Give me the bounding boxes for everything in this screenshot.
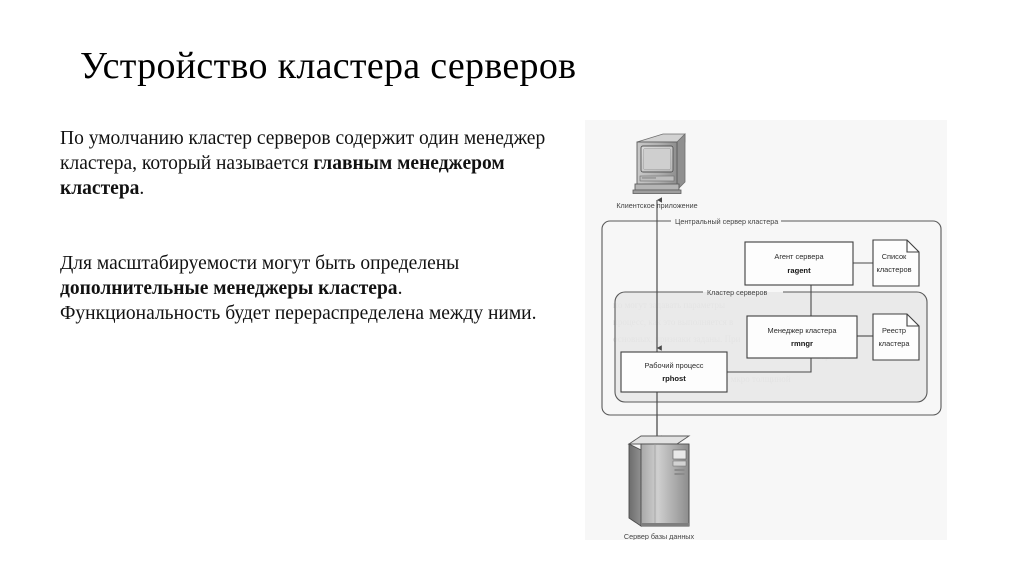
client-application-icon — [632, 133, 686, 194]
cluster-list-line-2: кластеров — [877, 265, 912, 274]
rmngr-process-name: rmngr — [791, 339, 813, 348]
server-cluster-label: Кластер серверов — [707, 288, 767, 297]
cluster-list-document: Список кластеров — [872, 239, 920, 287]
cluster-list-line-1: Список — [882, 252, 907, 261]
paragraph-1: По умолчанию кластер серверов содержит о… — [60, 126, 560, 201]
cluster-registry-line-2: кластера — [878, 339, 910, 348]
paragraph-2-line-3: Функциональность будет перераспределена — [60, 303, 425, 324]
content-text-column: По умолчанию кластер серверов содержит о… — [60, 126, 560, 326]
paragraph-1-bold-phrase: главным менеджером кластера — [60, 153, 505, 199]
paragraph-2: Для масштабируемости могут быть определе… — [60, 251, 560, 326]
rphost-title: Рабочий процесс — [644, 361, 703, 370]
ragent-title: Агент сервера — [774, 252, 824, 261]
cluster-registry-line-1: Реестр — [882, 326, 906, 335]
paragraph-1-line-2: менеджер кластера, который называется — [60, 128, 546, 174]
paragraph-2-line-1: Для масштабируемости могут быть определе… — [60, 253, 460, 274]
database-server-label: Сервер базы данных — [624, 532, 695, 540]
ragent-process-name: ragent — [787, 266, 811, 275]
rmngr-title: Менеджер кластера — [768, 326, 838, 335]
cluster-architecture-diagram: по могут задавать параметры процесс, как… — [585, 120, 947, 540]
paragraph-2-line-4: между ними. — [428, 303, 537, 324]
paragraph-1-line-1: По умолчанию кластер серверов содержит о… — [60, 128, 459, 149]
rphost-node: Рабочий процесс rphost — [620, 351, 728, 393]
rmngr-node: Менеджер кластера rmngr — [746, 315, 858, 359]
page-title: Устройство кластера серверов — [80, 45, 577, 87]
cluster-registry-document: Реестр кластера — [872, 313, 920, 361]
connector-rmngr-to-rphost — [727, 358, 812, 373]
central-server-container: Центральный сервер кластера — [601, 217, 942, 416]
paragraph-2-period: . — [397, 278, 403, 299]
central-server-label: Центральный сервер кластера — [675, 217, 778, 226]
paragraph-2-bold-phrase: дополнительные менеджеры кластера — [60, 278, 398, 299]
database-server-icon — [627, 435, 691, 527]
ragent-node: Агент сервера ragent — [744, 241, 854, 286]
rphost-process-name: rphost — [662, 374, 686, 383]
paragraph-1-period: . — [139, 178, 145, 199]
